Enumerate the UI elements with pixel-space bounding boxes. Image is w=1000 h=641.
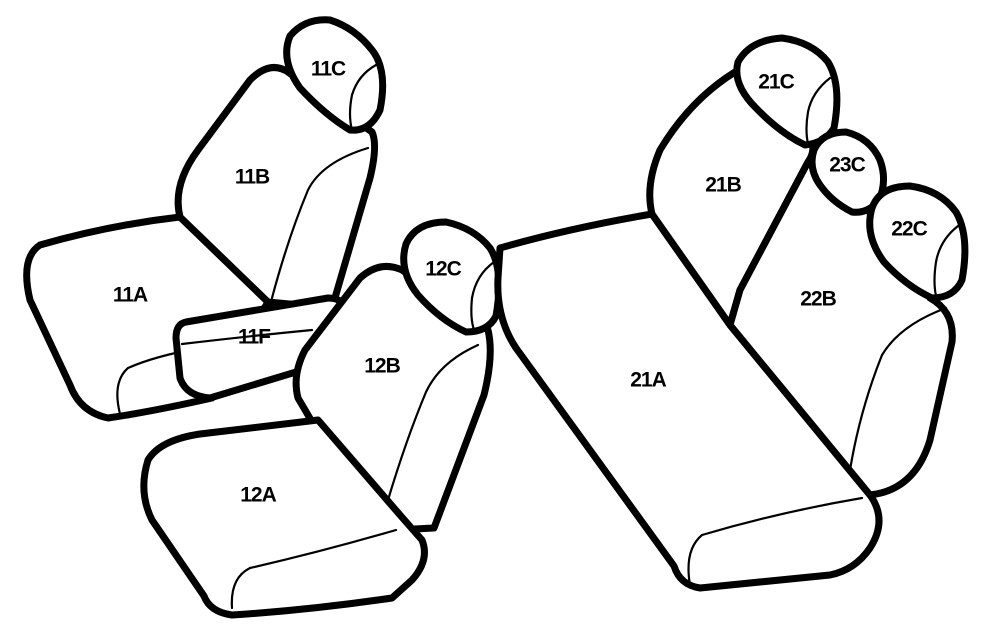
label-12B: 12B [364, 355, 400, 378]
part-12A-shape [140, 416, 428, 619]
part-11B-shape [174, 64, 379, 312]
part-11B-side-line [270, 146, 370, 300]
label-23C: 23C [829, 154, 865, 177]
part-11F-top-line [180, 328, 314, 346]
part-12B-side-line [386, 343, 480, 502]
part-21C-side-line [805, 76, 832, 146]
part-21A-front-line [687, 496, 864, 587]
part-22B-side-line [848, 306, 948, 472]
part-22B-shape [726, 158, 956, 499]
label-12C: 12C [425, 258, 461, 281]
part-21A-shape [494, 210, 883, 592]
label-21C: 21C [758, 71, 794, 94]
part-12C-side-line [470, 260, 496, 332]
label-11A: 11A [113, 284, 148, 307]
label-11C: 11C [311, 58, 346, 81]
label-21A: 21A [630, 369, 666, 392]
part-labels: 11A 11B 11C 11F 12A 12B 12C 21A 21B 21C … [113, 58, 929, 507]
front-seat-1 [23, 16, 387, 422]
label-11B: 11B [235, 166, 270, 189]
part-11C-side-line [348, 63, 378, 132]
label-21B: 21B [705, 174, 741, 197]
label-11F: 11F [238, 326, 271, 349]
label-22C: 22C [891, 218, 927, 241]
label-12A: 12A [240, 484, 276, 507]
label-22B: 22B [800, 288, 836, 311]
front-seat-2 [140, 218, 503, 619]
part-21C-shape [733, 34, 841, 149]
part-22C-side-line [933, 224, 960, 298]
rear-bench [494, 34, 969, 592]
part-22C-shape [866, 182, 969, 302]
part-12C-shape [400, 218, 503, 336]
part-12A-front-line [230, 528, 398, 610]
part-11C-shape [283, 16, 387, 134]
